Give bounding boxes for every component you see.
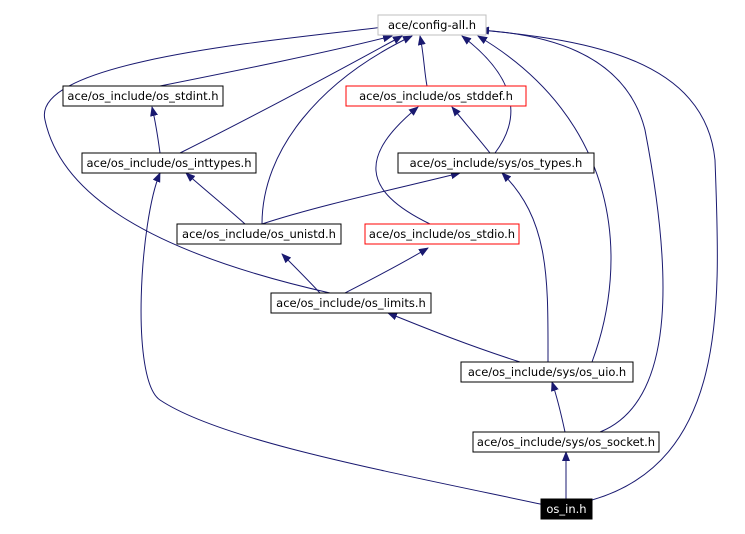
edge-sys-os-uio-to-config-all	[477, 35, 612, 363]
node-config-all[interactable]: ace/config-all.h	[377, 14, 487, 36]
edge-os-limits-to-os-stdio	[344, 247, 429, 294]
edge-os-inttypes-to-os-stdint	[150, 106, 161, 154]
edge-os-inttypes-to-config-all	[179, 35, 403, 154]
node-os-unistd[interactable]: ace/os_include/os_unistd.h	[176, 223, 342, 245]
node-os-inttypes[interactable]: ace/os_include/os_inttypes.h	[81, 152, 257, 174]
edge-sys-os-uio-to-sys-os-types	[501, 172, 549, 363]
node-os-in[interactable]: os_in.h	[540, 498, 593, 520]
node-sys-os-socket[interactable]: ace/os_include/sys/os_socket.h	[472, 431, 660, 453]
node-os-inttypes-label: ace/os_include/os_inttypes.h	[86, 156, 251, 170]
edge-os-stdio-to-os-stddef	[375, 106, 431, 225]
edges	[44, 23, 718, 506]
edge-os-in-to-config-all	[479, 26, 718, 501]
node-config-all-label: ace/config-all.h	[388, 18, 476, 32]
edge-sys-os-socket-to-sys-os-uio	[551, 381, 566, 433]
edge-os-stdint-to-config-all	[159, 34, 393, 87]
nodes: ace/config-all.h ace/os_include/os_stdin…	[62, 14, 660, 520]
node-os-stdint-label: ace/os_include/os_stdint.h	[67, 89, 218, 103]
edge-os-unistd-to-sys-os-types	[261, 171, 461, 225]
node-os-limits[interactable]: ace/os_include/os_limits.h	[270, 292, 432, 314]
edge-os-in-to-os-inttypes	[140, 172, 546, 506]
edge-os-unistd-to-config-all	[261, 35, 413, 225]
node-sys-os-socket-label: ace/os_include/sys/os_socket.h	[477, 435, 655, 449]
node-sys-os-types-label: ace/os_include/sys/os_types.h	[410, 156, 583, 170]
edge-os-limits-to-config-all	[44, 23, 393, 294]
edge-os-stddef-to-config-all	[417, 35, 428, 87]
edge-os-limits-to-os-unistd	[281, 253, 321, 294]
node-os-stddef-label: ace/os_include/os_stddef.h	[359, 89, 513, 103]
edge-sys-os-types-to-os-stddef	[451, 106, 491, 154]
node-os-stdio[interactable]: ace/os_include/os_stdio.h	[364, 223, 520, 245]
node-os-stddef[interactable]: ace/os_include/os_stddef.h	[345, 85, 527, 107]
edge-os-unistd-to-os-inttypes	[185, 172, 246, 225]
node-os-in-label: os_in.h	[546, 502, 586, 516]
node-os-limits-label: ace/os_include/os_limits.h	[276, 296, 426, 310]
node-sys-os-uio-label: ace/os_include/sys/os_uio.h	[468, 365, 626, 379]
node-os-stdio-label: ace/os_include/os_stdio.h	[369, 227, 515, 241]
edge-sys-os-uio-to-os-limits	[387, 312, 521, 363]
node-os-stdint[interactable]: ace/os_include/os_stdint.h	[62, 85, 224, 107]
edge-sys-os-socket-to-config-all	[479, 26, 664, 433]
node-sys-os-types[interactable]: ace/os_include/sys/os_types.h	[397, 152, 595, 174]
node-os-unistd-label: ace/os_include/os_unistd.h	[182, 227, 336, 241]
node-sys-os-uio[interactable]: ace/os_include/sys/os_uio.h	[460, 361, 634, 383]
